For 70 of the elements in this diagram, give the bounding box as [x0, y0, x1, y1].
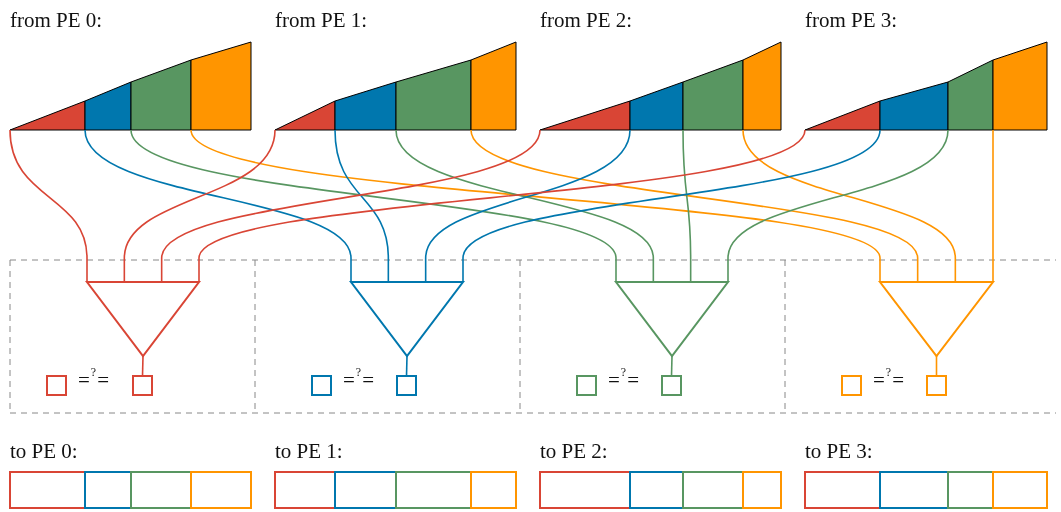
data-segment — [130, 59, 192, 131]
panel-heading: to PE 3: — [805, 441, 873, 462]
data-block — [539, 471, 631, 509]
element-square — [311, 375, 332, 396]
element-square — [132, 375, 153, 396]
connector-line — [160, 129, 541, 283]
connector-line — [424, 129, 631, 283]
element-square — [841, 375, 862, 396]
comparison-sign: =$^{?}$= — [78, 370, 109, 391]
data-segment — [334, 81, 397, 131]
connector-line — [405, 355, 408, 377]
panel-heading: to PE 1: — [275, 441, 343, 462]
connector-line — [395, 129, 655, 283]
data-block — [992, 471, 1048, 509]
element-square — [396, 375, 417, 396]
data-segment — [879, 81, 949, 131]
connector-line — [123, 129, 276, 283]
connector-line — [682, 129, 692, 283]
data-block — [130, 471, 192, 509]
element-square — [576, 375, 597, 396]
data-block — [879, 471, 949, 509]
data-block — [395, 471, 472, 509]
merge-funnel — [614, 281, 730, 358]
data-block — [629, 471, 684, 509]
merge-funnel — [349, 281, 465, 358]
connector-line — [141, 355, 144, 377]
data-segment — [629, 81, 684, 131]
merge-funnel — [877, 281, 996, 358]
panel-heading: from PE 0: — [10, 10, 103, 31]
data-segment — [804, 100, 881, 131]
panel-heading: from PE 1: — [275, 10, 368, 31]
element-square — [926, 375, 947, 396]
element-square — [46, 375, 67, 396]
data-block — [190, 471, 252, 509]
panel-heading: to PE 0: — [10, 441, 78, 462]
connector-line — [130, 129, 617, 283]
data-segment — [84, 81, 132, 131]
data-segment — [992, 41, 1048, 131]
data-block — [470, 471, 517, 509]
connector-line — [84, 129, 352, 283]
comparison-sign: =$^{?}$= — [873, 370, 904, 391]
connector-line — [9, 129, 88, 283]
data-block — [947, 471, 994, 509]
connector-line — [992, 129, 994, 283]
data-block — [84, 471, 132, 509]
data-segment — [742, 41, 782, 131]
comparison-sign: =$^{?}$= — [343, 370, 374, 391]
data-segment — [9, 100, 86, 131]
data-segment — [190, 41, 252, 131]
connector-line — [334, 129, 390, 283]
data-block — [742, 471, 782, 509]
connector-line — [670, 355, 673, 377]
merge-funnel — [85, 281, 201, 358]
panel-heading: from PE 2: — [540, 10, 633, 31]
data-segment — [947, 59, 994, 131]
data-segment — [274, 100, 336, 131]
data-block — [804, 471, 881, 509]
panel-heading: to PE 2: — [540, 441, 608, 462]
element-square — [661, 375, 682, 396]
connector-line — [935, 355, 938, 377]
data-segment — [470, 41, 517, 131]
data-segment — [539, 100, 631, 131]
data-segment — [682, 59, 744, 131]
data-block — [334, 471, 397, 509]
data-segment — [395, 59, 472, 131]
panel-heading: from PE 3: — [805, 10, 898, 31]
data-block — [682, 471, 744, 509]
data-block — [274, 471, 336, 509]
comparison-sign: =$^{?}$= — [608, 370, 639, 391]
data-block — [9, 471, 86, 509]
